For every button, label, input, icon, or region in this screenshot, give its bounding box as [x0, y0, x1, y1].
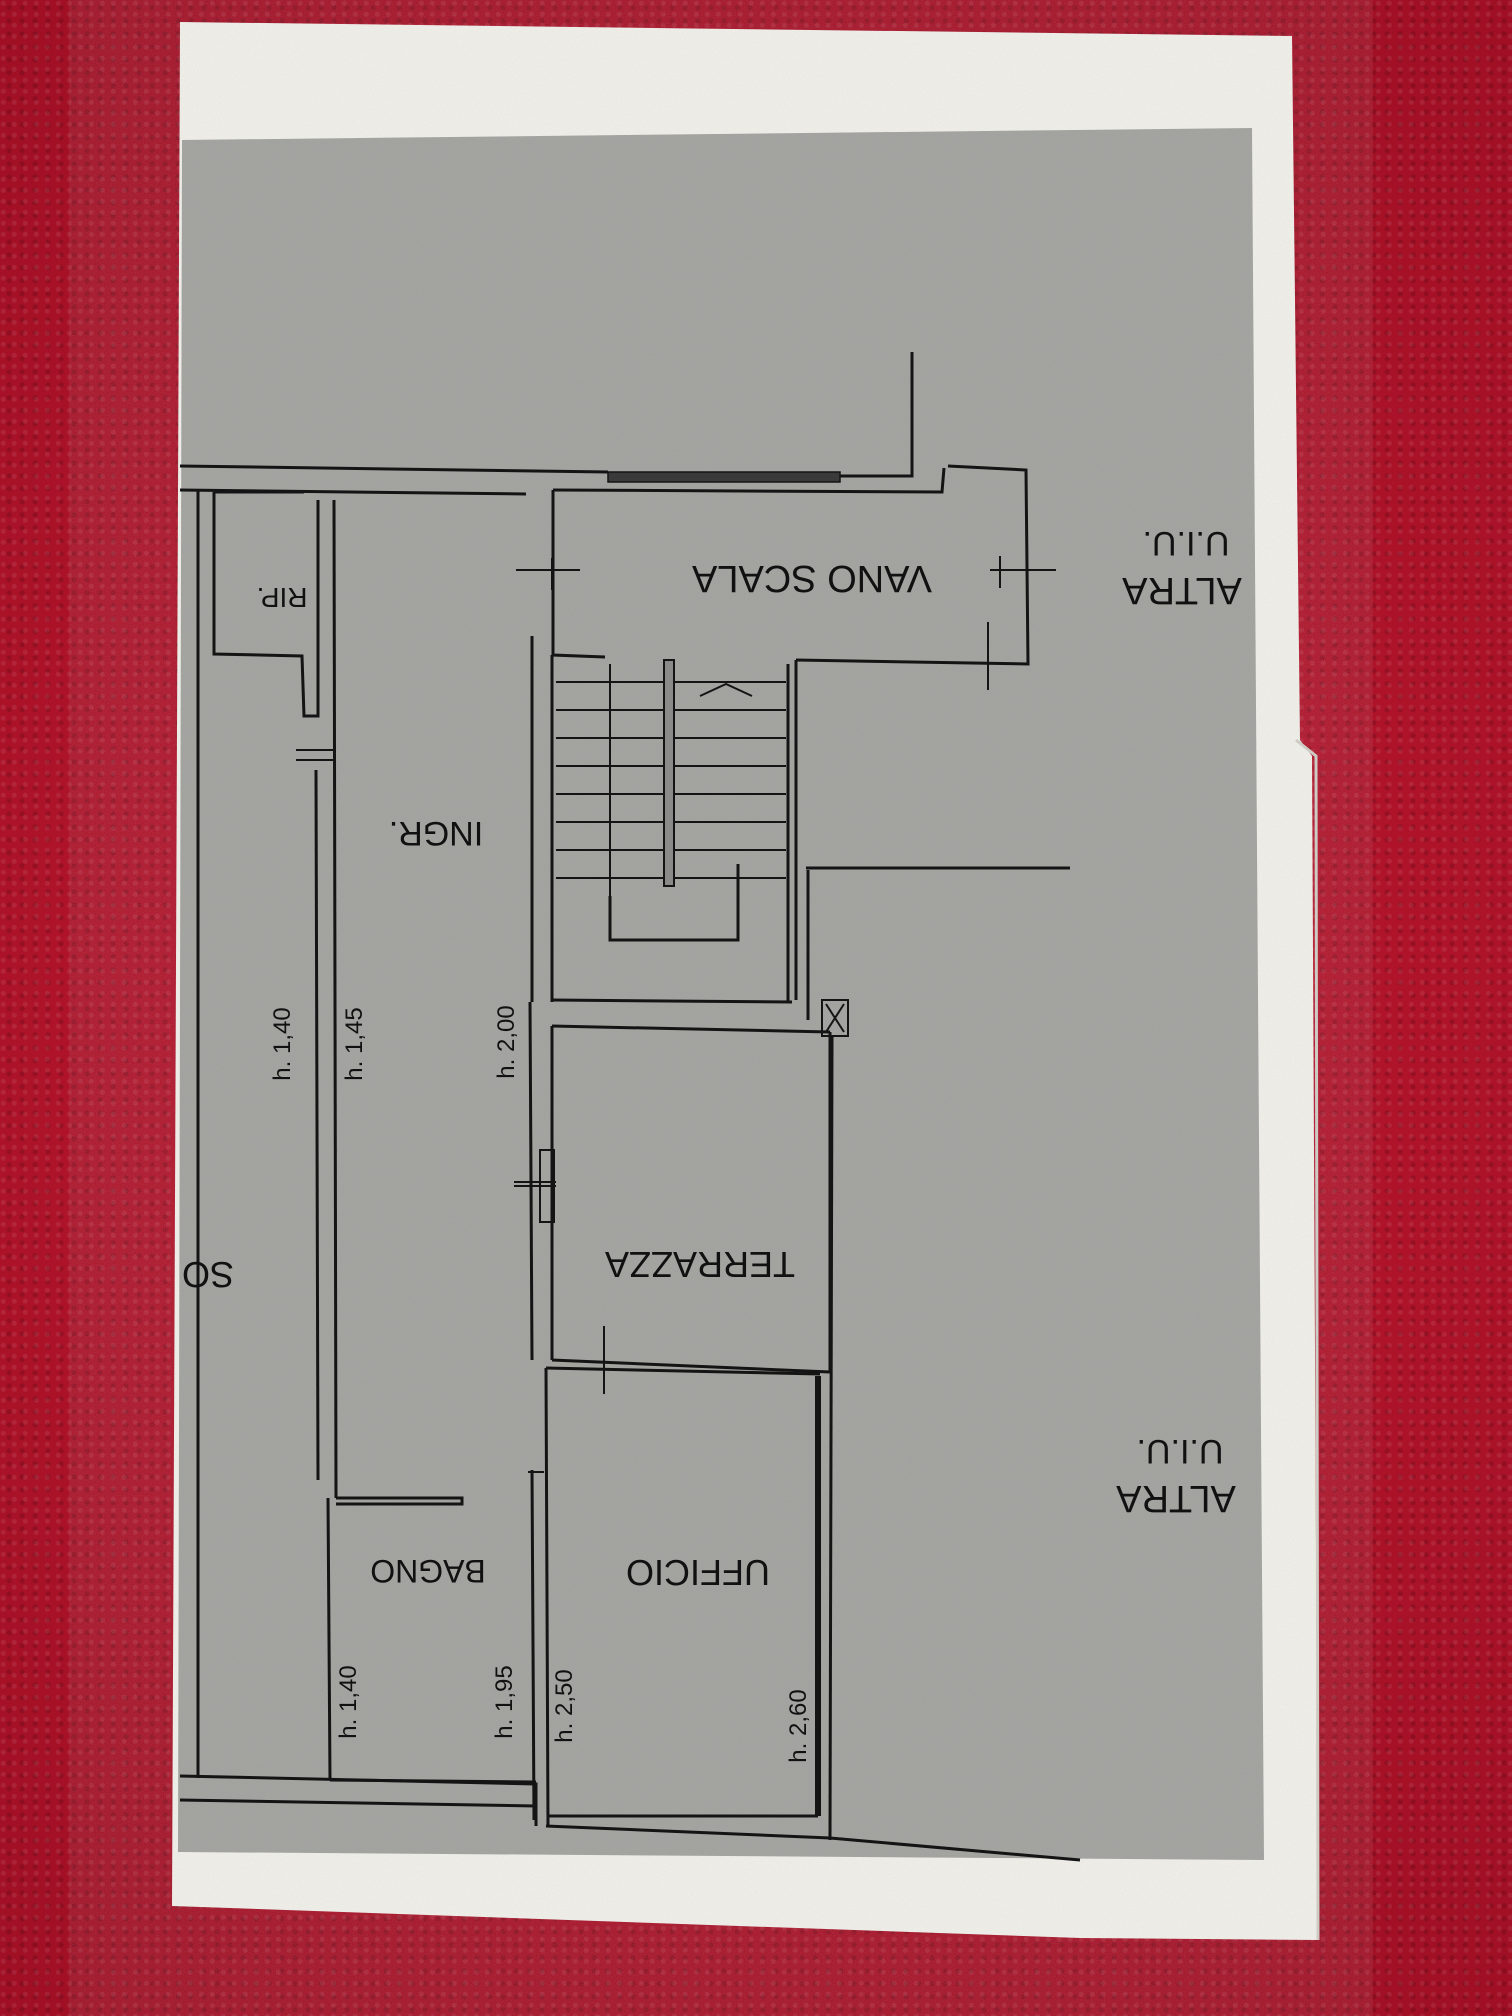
label-rip: RIP. — [257, 582, 308, 613]
paper-fold-edge — [1295, 738, 1320, 1941]
top-outer-wall — [179, 464, 609, 474]
height-label-ufficio-left: h. 2,50 — [551, 1669, 578, 1742]
height-label-bagno-right: h. 1,95 — [491, 1665, 518, 1738]
label-uiu-top: U.I.U. — [1143, 524, 1230, 562]
chimney-box — [821, 999, 849, 1037]
height-label-ingr: h. 1,45 — [341, 1007, 368, 1080]
bathroom-right-wall — [530, 1469, 536, 1821]
room-labels: VANO SCALA RIP. INGR. TERRAZZA BAGNO UFF… — [257, 557, 932, 1593]
left-corridor-wall-inner — [332, 499, 338, 1499]
office-top — [545, 1366, 821, 1376]
height-labels: h. 1,40 h. 1,45 h. 2,00 h. 1,40 h. 1,95 … — [269, 1005, 812, 1762]
neighbor-labels: ALTRA U.I.U. ALTRA U.I.U. SO — [182, 524, 1242, 1519]
bathroom-left-wall — [326, 1497, 332, 1781]
stair-arrow — [699, 682, 753, 697]
bottom-outer-wall-2 — [179, 1798, 537, 1808]
label-bagno: BAGNO — [370, 1553, 486, 1589]
rip-room-wall — [212, 492, 320, 718]
left-corridor-wall — [314, 769, 320, 1481]
stair-hall-wall — [795, 464, 1030, 666]
stair-treads — [556, 664, 786, 940]
walls — [179, 352, 1081, 1862]
terrace-top — [551, 1024, 831, 1034]
bathroom-top-wall — [336, 1496, 464, 1506]
office-left-wall — [544, 1367, 550, 1827]
bottom-outer-wall — [179, 1774, 538, 1826]
stair-bottom — [551, 998, 793, 1004]
label-ingr: INGR. — [389, 814, 483, 852]
right-lower-wall — [828, 1035, 834, 1839]
terrace-bottom — [551, 1358, 831, 1374]
label-altra-top: ALTRA — [1122, 569, 1242, 611]
stair-newel — [663, 659, 675, 887]
chimney-cross — [825, 1003, 845, 1033]
door-ticks — [296, 556, 1056, 1473]
top-wall-right — [840, 352, 914, 478]
label-altra-bottom: ALTRA — [1116, 1477, 1236, 1519]
stair-hall-inner — [552, 467, 946, 494]
height-label-left-corridor: h. 1,40 — [269, 1007, 296, 1080]
label-terrazza: TERRAZZA — [605, 1244, 795, 1285]
height-label-stair-wall: h. 2,00 — [493, 1005, 520, 1078]
label-uiu-bottom: U.I.U. — [1137, 1432, 1224, 1470]
top-window — [607, 471, 841, 483]
height-label-bagno-left: h. 1,40 — [335, 1665, 362, 1738]
label-ufficio: UFFICIO — [626, 1552, 770, 1593]
plan-print-area — [178, 128, 1264, 1860]
height-label-ufficio-right: h. 2,60 — [785, 1689, 812, 1762]
label-vano-scala: VANO SCALA — [691, 557, 932, 599]
label-left-fragment: SO — [182, 1254, 234, 1295]
